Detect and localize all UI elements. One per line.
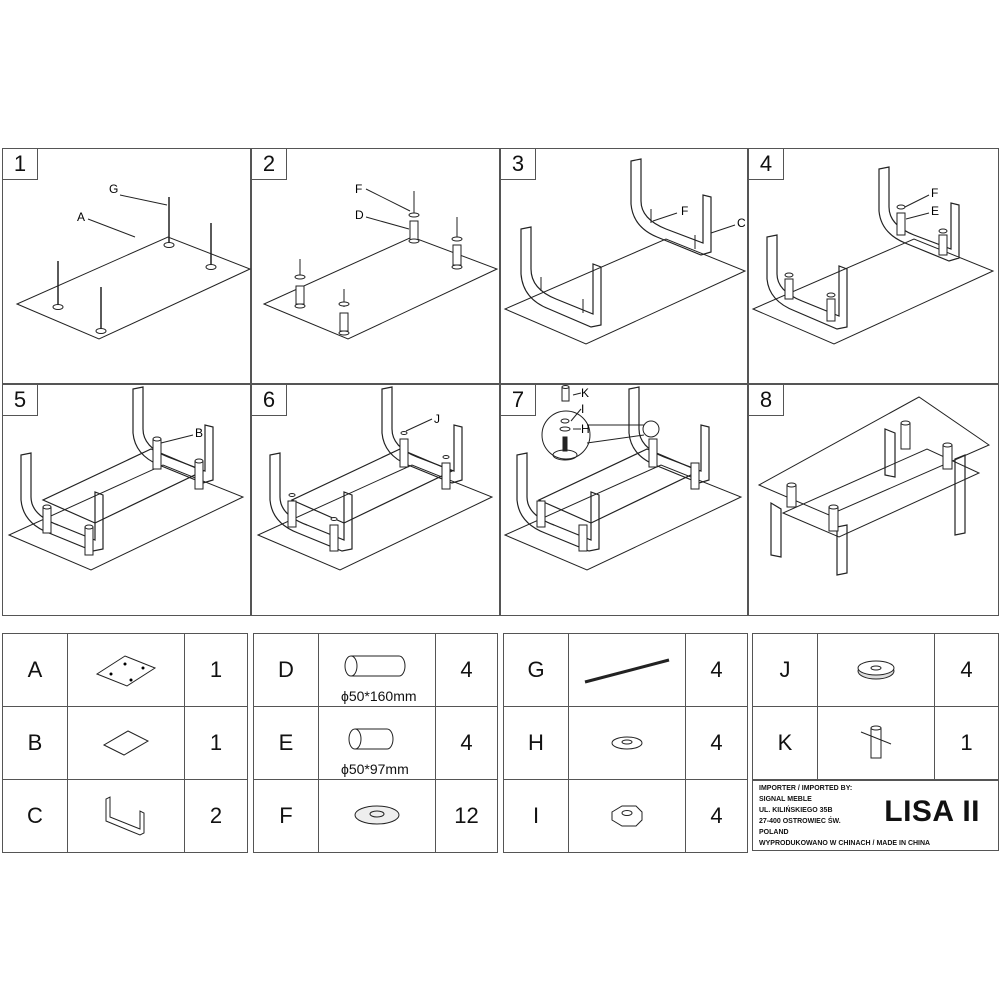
callout-k: K bbox=[581, 386, 589, 400]
u-frame-leg-icon bbox=[67, 779, 185, 853]
step-2-illustration: F D bbox=[262, 182, 499, 340]
callout-c: C bbox=[737, 216, 746, 230]
parts-table-1: A 1 B 1 C 2 bbox=[2, 633, 248, 853]
callout-g: G bbox=[109, 182, 118, 196]
step-7-illustration: K I H bbox=[503, 385, 743, 571]
step-5-illustration: B bbox=[7, 386, 245, 571]
parts-table-4: J 4 K 1 bbox=[752, 633, 999, 780]
step-panel-4: 4 F E bbox=[748, 148, 999, 384]
callout-f: F bbox=[681, 204, 688, 218]
part-letter: D bbox=[253, 633, 319, 707]
part-quantity: 2 bbox=[184, 779, 248, 853]
part-letter: B bbox=[2, 706, 68, 780]
short-tube-icon: ϕ50*97mm bbox=[318, 706, 436, 780]
callout-f: F bbox=[355, 182, 362, 196]
callout-d: D bbox=[355, 208, 364, 222]
step-panel-6: 6 J bbox=[251, 384, 500, 616]
step-4-illustration: F E bbox=[751, 166, 995, 345]
importer-company: SIGNAL MEBLE bbox=[759, 796, 812, 803]
part-quantity: 4 bbox=[934, 633, 999, 707]
part-quantity: 1 bbox=[934, 706, 999, 780]
part-letter: E bbox=[253, 706, 319, 780]
glass-top-plate-icon bbox=[67, 633, 185, 707]
step-number: 1 bbox=[3, 149, 38, 180]
part-letter: J bbox=[752, 633, 818, 707]
part-quantity: 4 bbox=[685, 633, 748, 707]
callout-b: B bbox=[195, 426, 203, 440]
part-quantity: 1 bbox=[184, 706, 248, 780]
parts-table-2: D ϕ50*160mm 4 E ϕ50*97mm 4 F 12 bbox=[253, 633, 498, 853]
step-panel-2: 2 F D bbox=[251, 148, 500, 384]
importer-lines: IMPORTER / IMPORTED BY: SIGNAL MEBLE UL.… bbox=[759, 783, 930, 849]
tube-wrench-icon bbox=[817, 706, 935, 780]
threaded-rod-icon bbox=[568, 633, 686, 707]
part-quantity: 4 bbox=[435, 706, 498, 780]
callout-a: A bbox=[77, 210, 85, 224]
step-1-illustration: G A bbox=[15, 182, 252, 340]
long-tube-icon: ϕ50*160mm bbox=[318, 633, 436, 707]
origin-statement: WYPRODUKOWANO W CHINACH / MADE IN CHINA bbox=[759, 840, 931, 847]
importer-street: UL. KILIŃSKIEGO 35B bbox=[759, 807, 833, 814]
callout-h: H bbox=[581, 422, 590, 436]
step-panel-7: 7 K I H bbox=[500, 384, 748, 616]
step-number: 7 bbox=[501, 385, 536, 416]
importer-country: POLAND bbox=[759, 829, 789, 836]
part-letter: H bbox=[503, 706, 569, 780]
step-number: 5 bbox=[3, 385, 38, 416]
step-number: 2 bbox=[252, 149, 287, 180]
part-quantity: 12 bbox=[435, 779, 498, 853]
callout-j: J bbox=[434, 412, 440, 426]
cap-disc-icon bbox=[318, 779, 436, 853]
part-letter: I bbox=[503, 779, 569, 853]
step-number: 6 bbox=[252, 385, 287, 416]
part-letter: F bbox=[253, 779, 319, 853]
part-quantity: 4 bbox=[685, 706, 748, 780]
rubber-pad-icon bbox=[817, 633, 935, 707]
callout-e: E bbox=[931, 204, 939, 218]
callout-f: F bbox=[931, 186, 938, 200]
product-name: LISA II bbox=[884, 795, 980, 828]
step-panel-8: 8 bbox=[748, 384, 999, 616]
importer-city: 27-400 OSTROWIEC ŚW. bbox=[759, 818, 841, 825]
hex-nut-icon bbox=[568, 779, 686, 853]
part-dimension: ϕ50*97mm bbox=[341, 761, 409, 777]
step-6-illustration: J bbox=[256, 386, 494, 571]
part-letter: C bbox=[2, 779, 68, 853]
callout-i: I bbox=[581, 402, 584, 416]
importer-heading: IMPORTER / IMPORTED BY: bbox=[759, 785, 853, 792]
part-letter: A bbox=[2, 633, 68, 707]
step-number: 3 bbox=[501, 149, 536, 180]
part-quantity: 1 bbox=[184, 633, 248, 707]
step-panel-1: 1 G A bbox=[2, 148, 252, 384]
part-quantity: 4 bbox=[685, 779, 748, 853]
part-dimension: ϕ50*160mm bbox=[341, 688, 417, 704]
step-3-illustration: F C bbox=[503, 158, 747, 345]
step-panel-5: 5 B bbox=[2, 384, 251, 616]
step-8-illustration bbox=[757, 396, 991, 576]
step-panel-3: 3 F C bbox=[500, 148, 748, 384]
parts-table-3: G 4 H 4 I 4 bbox=[503, 633, 748, 853]
part-letter: G bbox=[503, 633, 569, 707]
glass-shelf-plate-icon bbox=[67, 706, 185, 780]
importer-info: IMPORTER / IMPORTED BY: SIGNAL MEBLE UL.… bbox=[752, 780, 999, 851]
part-letter: K bbox=[752, 706, 818, 780]
step-number: 8 bbox=[749, 385, 784, 416]
part-quantity: 4 bbox=[435, 633, 498, 707]
washer-icon bbox=[568, 706, 686, 780]
step-number: 4 bbox=[749, 149, 784, 180]
